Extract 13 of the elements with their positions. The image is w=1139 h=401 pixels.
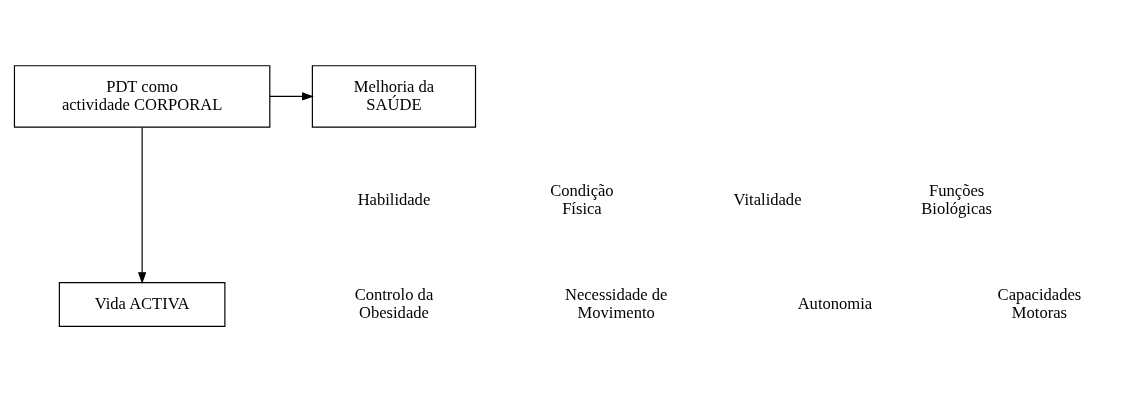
- node-box: PDT como actividade CORPORAL: [13, 65, 271, 128]
- label: Habilidade: [357, 189, 431, 209]
- node-box: Melhoria da SAÚDE: [311, 65, 477, 128]
- label: Controlo da Obesidade: [354, 285, 434, 322]
- label: Necessidade de Movimento: [564, 285, 668, 322]
- label: Capacidades Motoras: [997, 285, 1082, 322]
- label: Condição Física: [550, 181, 614, 218]
- arrow: [269, 92, 314, 101]
- label: Funções Biológicas: [921, 181, 993, 218]
- node-box: Vida ACTIVA: [58, 282, 226, 327]
- arrow: [138, 126, 147, 284]
- label: Autonomia: [797, 293, 873, 313]
- label: Vitalidade: [733, 189, 802, 209]
